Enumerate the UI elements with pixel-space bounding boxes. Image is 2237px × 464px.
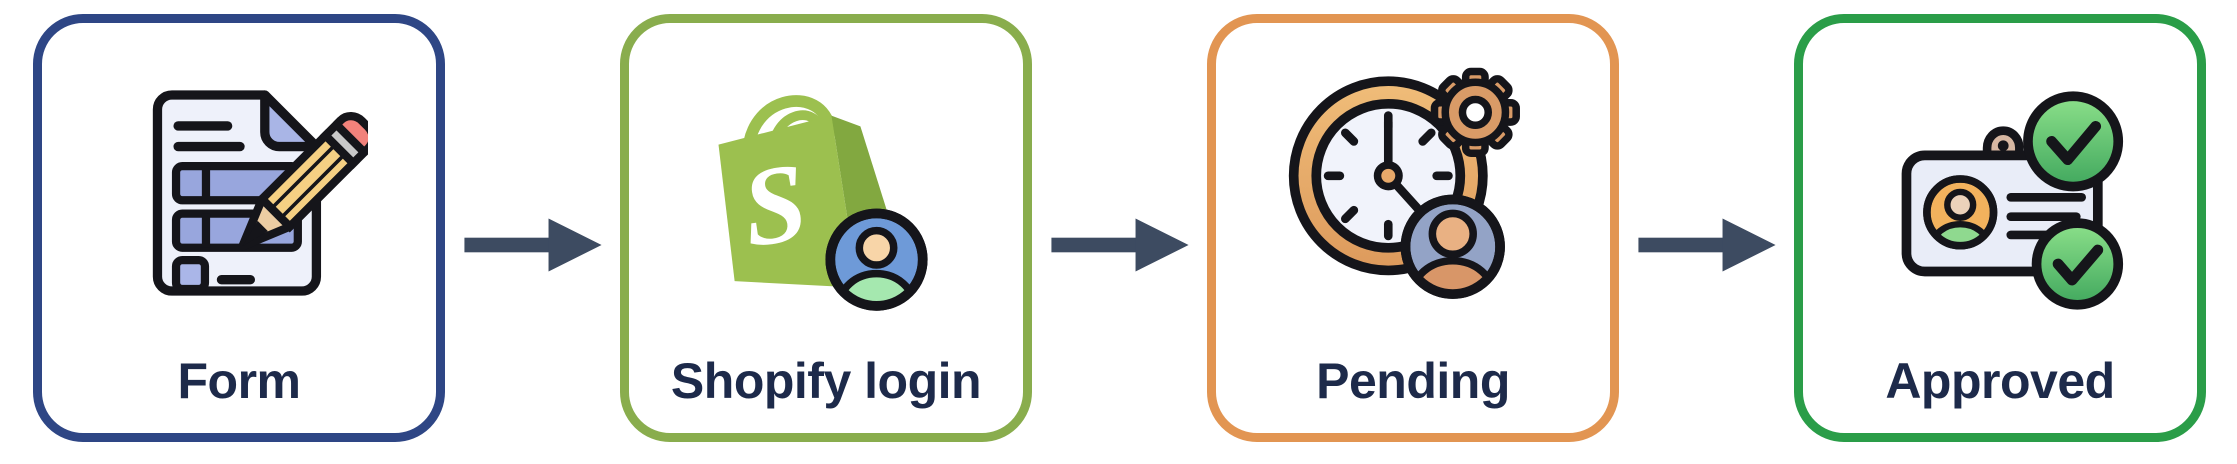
- approved-icon-wrap: [1871, 23, 2129, 353]
- step-box-shopify-login: S Shopify login: [620, 14, 1032, 442]
- step-label-form: Form: [177, 353, 302, 409]
- step-label-shopify-login: Shopify login: [670, 353, 982, 409]
- step-box-approved: Approved: [1794, 14, 2206, 442]
- shopify-icon-wrap: S: [697, 23, 955, 353]
- shopify-bag-user-icon: S: [718, 95, 928, 311]
- right-arrow-icon: [1637, 218, 1776, 272]
- connector-gap: [1619, 14, 1794, 277]
- connector-gap: [1032, 14, 1207, 277]
- step-label-approved: Approved: [1885, 353, 2115, 409]
- form-document-pencil-icon: [152, 90, 368, 296]
- gear-icon: [1430, 67, 1520, 157]
- connector-gap: [445, 14, 620, 277]
- form-icon-wrap: [110, 23, 368, 353]
- clock-gear-user-icon: [1288, 67, 1520, 299]
- step-label-pending: Pending: [1316, 353, 1510, 409]
- step-box-pending: Pending: [1207, 14, 1619, 442]
- step-box-form: Form: [33, 14, 445, 442]
- id-card-approved-icon: [1901, 91, 2124, 310]
- right-arrow-icon: [463, 218, 602, 272]
- right-arrow-icon: [1050, 218, 1189, 272]
- pending-icon-wrap: [1284, 23, 1542, 353]
